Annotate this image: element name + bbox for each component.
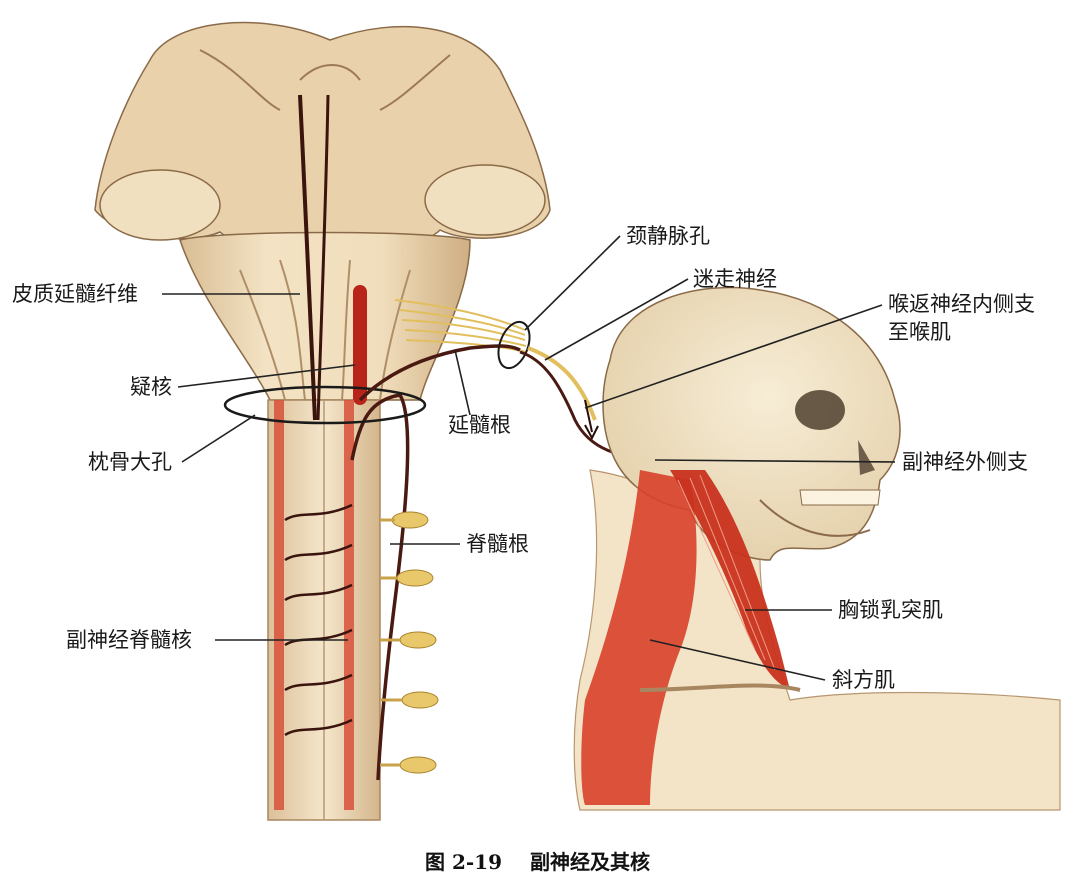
eye-socket	[795, 390, 845, 430]
label-trapezius: 斜方肌	[832, 667, 895, 693]
teeth	[800, 490, 880, 505]
label-cortico-bulbar-fibers: 皮质延髓纤维	[12, 281, 138, 307]
figure-title: 副神经及其核	[530, 846, 650, 875]
head-and-neck	[574, 288, 1060, 810]
label-nucleus-ambiguus: 疑核	[130, 374, 172, 400]
spinal-nucleus-right	[344, 400, 354, 810]
leader-jugular-foramen	[525, 236, 620, 330]
label-recurrent-laryngeal-2: 至喉肌	[888, 319, 951, 345]
label-vagus-nerve: 迷走神经	[693, 266, 777, 292]
label-spinal-nucleus: 副神经脊髓核	[66, 627, 192, 653]
label-spinal-root: 脊髓根	[466, 531, 529, 557]
label-recurrent-laryngeal-1: 喉返神经内侧支	[888, 291, 1035, 317]
leader-cranial-root	[455, 350, 470, 415]
label-sternocleidomastoid: 胸锁乳突肌	[838, 597, 943, 623]
label-external-branch: 副神经外侧支	[902, 449, 1028, 475]
label-foramen-magnum: 枕骨大孔	[88, 449, 172, 475]
label-jugular-foramen: 颈静脉孔	[626, 223, 710, 249]
left-lobe	[100, 170, 220, 240]
figure-number: 图 2-19	[425, 846, 502, 875]
figure-caption: 图 2-19 副神经及其核	[0, 846, 1075, 875]
label-cranial-root: 延髓根	[448, 412, 511, 438]
right-lobe	[425, 165, 545, 235]
leader-foramen-magnum	[182, 415, 255, 462]
spinal-nucleus-left	[274, 400, 284, 810]
vagus-continuation	[528, 348, 595, 420]
